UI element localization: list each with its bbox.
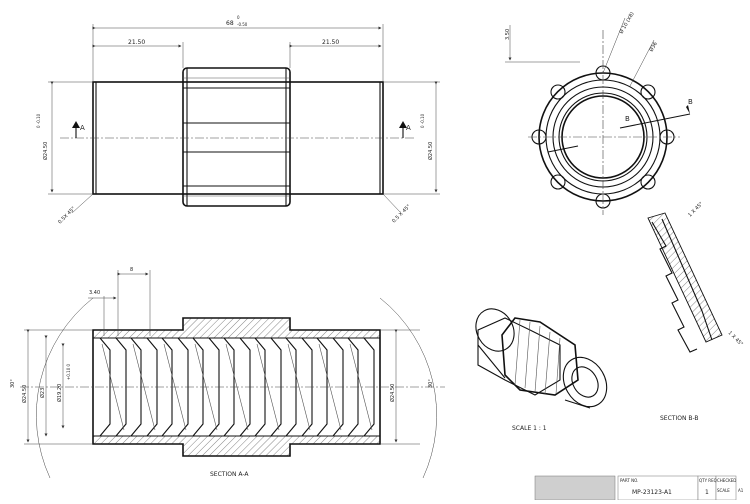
bb-chamfer-top: 1 X 45° <box>687 201 705 219</box>
section-bb-body <box>647 212 723 343</box>
chamfer-right-note: 0.5 X 45° <box>391 203 412 224</box>
front-knurl-section <box>182 67 291 207</box>
section-bb-view: 1 X 45° 1 X 45° SECTION B-B <box>647 201 745 422</box>
section-letter-b-top: B <box>688 98 693 106</box>
section-letter-right: A <box>406 124 411 132</box>
iso-scale-caption: SCALE 1 : 1 <box>512 425 547 432</box>
section-letter-left: A <box>80 124 85 132</box>
section-dia-outer-left: Ø24.50 <box>21 385 28 403</box>
section-aa-view: 8 3.40 Ø24.50 Ø23 Ø19.20 +0.10 0 Ø24.50 … <box>10 267 445 479</box>
thread-flank <box>287 343 311 431</box>
end-dia-outer-dim: Ø 10 (X8) <box>618 11 636 35</box>
angle-left-dim: 30° <box>10 379 16 388</box>
section-bb-caption: SECTION B-B <box>660 415 699 422</box>
overall-length-dim: 68 <box>226 20 234 27</box>
rev-value: A1 <box>738 488 744 493</box>
bb-chamfer-bottom: 1 X 45° <box>727 330 745 348</box>
front-view: A A 68 0 -0.50 21.50 21.50 Ø24.50 0 -0.1… <box>36 15 440 225</box>
part-no-label: PART NO. <box>620 478 638 483</box>
end-view: B B 3.50 Ø 10 (X8) Ø36 <box>505 11 693 215</box>
dia-left-tol: 0 -0.10 <box>36 113 41 128</box>
end-dia-flat-dim: Ø36 <box>648 41 659 53</box>
thread-width-dim: 3.40 <box>89 290 100 296</box>
pitch-dim: 8 <box>130 267 133 273</box>
angle-right-dim: 30° <box>428 379 434 388</box>
section-aa-caption: SECTION A-A <box>210 471 249 478</box>
end-length-right-dim: 21.50 <box>322 39 339 46</box>
overall-length-tol-lower: -0.50 <box>237 22 248 27</box>
section-letter-b-bottom: B <box>625 115 630 123</box>
iso-view: SCALE 1 : 1 <box>475 308 608 432</box>
dia-right-tol: 0 -0.10 <box>420 113 425 128</box>
qty-label: QTY REQ <box>699 478 717 483</box>
overall-length-tol-upper: 0 <box>237 15 240 20</box>
scale-label: SCALE <box>717 488 730 493</box>
section-dia-mid: Ø23 <box>39 388 46 398</box>
dia-left-dim: Ø24.50 <box>42 142 49 160</box>
end-length-left-dim: 21.50 <box>128 39 145 46</box>
part-no: MP-23123-A1 <box>632 489 672 496</box>
thread-flank <box>318 343 342 431</box>
dia-right-dim: Ø24.50 <box>427 142 434 160</box>
chamfer-left-note: 0.5X 45° <box>57 205 77 225</box>
title-block: PART NO. MP-23123-A1 QTY REQ 1 CHECKED S… <box>534 475 744 501</box>
section-dia-outer-right: Ø24.50 <box>389 384 396 402</box>
section-dia-minor-tol: +0.10 0 <box>66 363 71 380</box>
checked-label: CHECKED <box>717 478 736 483</box>
qty-value: 1 <box>705 489 709 496</box>
end-offset-dim: 3.50 <box>505 29 511 40</box>
section-dia-minor: Ø19.20 <box>56 384 63 402</box>
